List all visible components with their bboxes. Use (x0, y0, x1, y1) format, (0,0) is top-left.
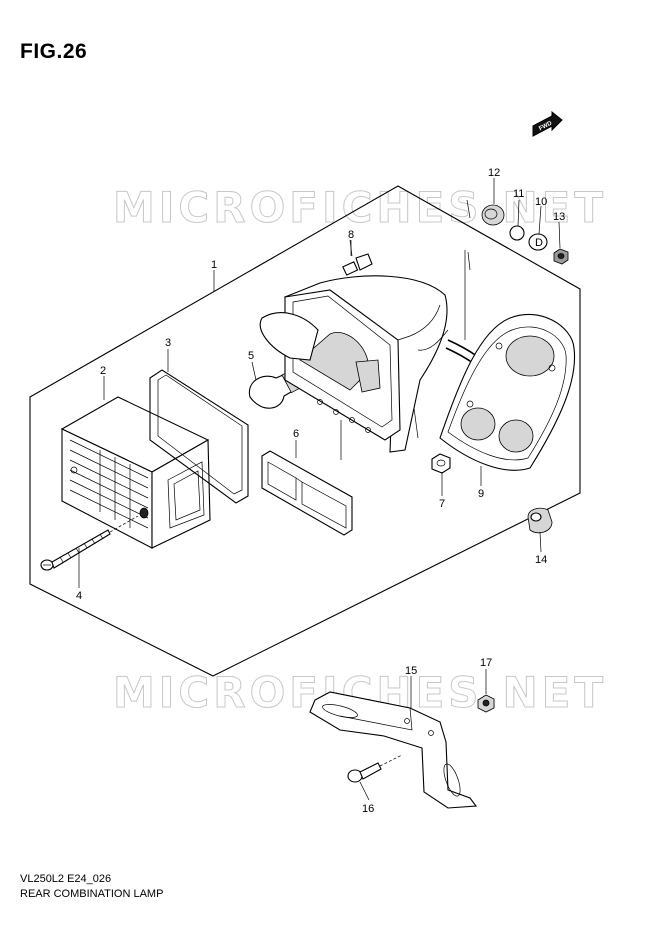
part-3-gasket (149, 369, 249, 504)
callout-6: 6 (293, 428, 299, 440)
part-13-nut (553, 248, 569, 265)
part-15-bracket (309, 691, 478, 809)
lamp-body (259, 275, 497, 453)
part-11-spacer (509, 225, 525, 241)
figure-title: FIG.26 (20, 40, 88, 63)
callout-7: 7 (439, 498, 445, 510)
callout-4: 4 (76, 590, 82, 602)
part-7-nut (431, 453, 451, 474)
part-16-bolt (347, 754, 403, 783)
model-code: VL250L2 E24_026 (20, 873, 112, 885)
fwd-arrow-icon: FWD (532, 110, 563, 137)
callout-11: 11 (513, 188, 524, 200)
callout-9: 9 (478, 488, 484, 500)
leader-lines (78, 178, 561, 801)
part-9-tail-lens (439, 313, 576, 471)
callout-8: 8 (348, 229, 354, 241)
part-2-lens-housing (60, 396, 211, 549)
callout-1: 1 (211, 259, 217, 271)
callout-5: 5 (248, 350, 254, 362)
part-group-name: REAR COMBINATION LAMP (20, 888, 164, 900)
part-4-screw (40, 515, 139, 571)
watermark-top: MICROFICHES.NET (113, 183, 607, 232)
part-17-nut (477, 694, 495, 713)
part-8-bolt (342, 239, 373, 276)
callout-2: 2 (100, 365, 106, 377)
part-10-washer: D (528, 233, 548, 251)
callout-3: 3 (165, 337, 171, 349)
callout-12: 12 (488, 167, 500, 179)
callout-10: 10 (535, 196, 547, 208)
svg-text:D: D (535, 237, 543, 249)
part-14-grommet (527, 507, 553, 534)
callout-labels: 1 2 3 4 5 6 7 8 9 10 11 12 13 14 15 16 1… (76, 167, 565, 815)
assembly-outline (29, 185, 581, 677)
callout-16: 16 (362, 803, 374, 815)
callout-17: 17 (480, 657, 492, 669)
part-12-grommet (481, 204, 505, 226)
callout-15: 15 (405, 665, 417, 677)
callout-14: 14 (535, 554, 547, 566)
callout-13: 13 (553, 211, 565, 223)
part-6-reflector (261, 450, 353, 536)
